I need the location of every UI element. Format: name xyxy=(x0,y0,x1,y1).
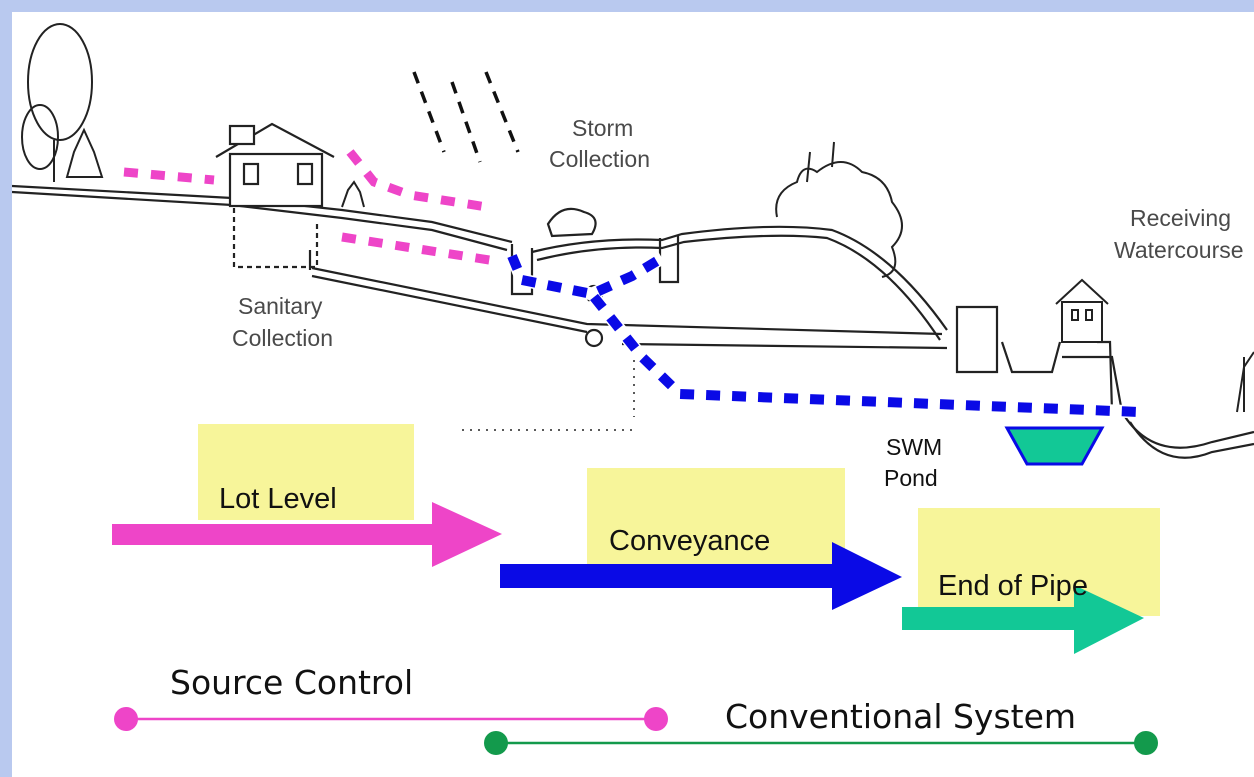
sanitary-pipe-right xyxy=(621,342,948,350)
outfall-chamber xyxy=(955,305,999,374)
inlet-box-right xyxy=(658,236,680,284)
rain-icon xyxy=(412,71,520,163)
stormwater-diagram: Storm Collection Sanitary Collection Rec… xyxy=(12,12,1254,777)
receiving-watercourse-label-2: Watercourse xyxy=(1114,237,1244,263)
ground-right-lower xyxy=(1129,421,1254,459)
basement-outline xyxy=(232,208,319,269)
ground-line-left-lower xyxy=(12,190,508,252)
lot-level-flow xyxy=(123,149,503,267)
tree-icon xyxy=(21,23,104,182)
source-control-label: Source Control xyxy=(170,663,413,702)
receiving-watercourse-label-1: Receiving xyxy=(1130,205,1231,231)
sanitary-pipe-top xyxy=(311,266,943,336)
conventional-system-label: Conventional System xyxy=(725,697,1076,736)
shrub-icon xyxy=(341,141,903,278)
sanitary-node xyxy=(584,328,604,348)
pond-icon xyxy=(1004,426,1105,466)
end-of-pipe-arrow xyxy=(902,585,1144,654)
conveyance-note xyxy=(587,468,845,564)
swm-pond-label-2: Pond xyxy=(884,465,938,491)
end-of-pipe-note xyxy=(918,508,1160,616)
source-control-end-dot xyxy=(644,707,668,731)
conventional-system-start-dot xyxy=(484,731,508,755)
sanitary-collection-label-2: Collection xyxy=(232,325,333,351)
end-of-pipe-label: End of Pipe xyxy=(938,570,1088,602)
conveyance-label: Conveyance xyxy=(609,525,770,557)
conveyance-arrow xyxy=(500,542,902,610)
settling-basin xyxy=(1000,341,1062,374)
diagram-canvas: Storm Collection Sanitary Collection Rec… xyxy=(12,23,1254,755)
storm-collection-label-1: Storm xyxy=(572,115,633,141)
channel-right xyxy=(1097,340,1114,413)
ground-line-left xyxy=(12,184,513,244)
sanitary-pipe-bottom xyxy=(311,274,588,334)
house-icon xyxy=(215,122,335,208)
lot-level-label: Lot Level xyxy=(219,483,337,515)
tree-icon-right xyxy=(1236,351,1254,413)
lot-level-note xyxy=(198,424,414,520)
storm-collection-label-2: Collection xyxy=(549,146,650,172)
conventional-system-end-dot xyxy=(1134,731,1158,755)
lot-level-arrow xyxy=(112,502,502,567)
sanitary-collection-label-1: Sanitary xyxy=(238,293,323,319)
source-control-start-dot xyxy=(114,707,138,731)
dotted-profile xyxy=(462,352,637,431)
road-surface xyxy=(531,225,948,331)
conveyance-flow xyxy=(506,252,1141,419)
house-icon-right xyxy=(1055,278,1109,343)
manhole-icon xyxy=(546,207,597,238)
swm-pond-label-1: SWM xyxy=(886,434,942,460)
